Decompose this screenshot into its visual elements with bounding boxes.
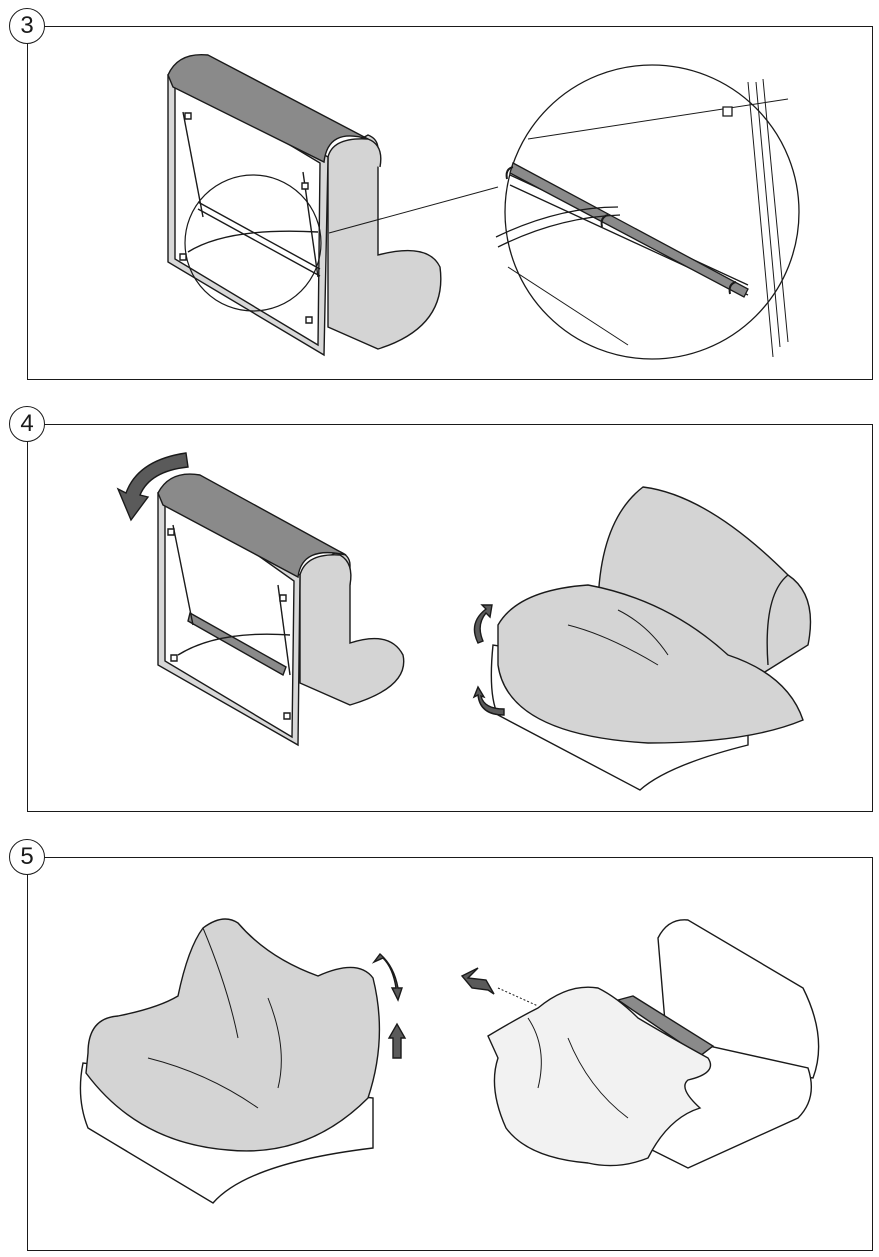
zoom-detail (496, 65, 799, 359)
up-arrow-icon (389, 1024, 405, 1058)
step-number-badge: 5 (9, 839, 45, 875)
chair-frame (168, 55, 498, 355)
step-4-panel (27, 424, 873, 812)
left-arrow-icon (462, 968, 494, 994)
step-3-panel (27, 26, 873, 380)
step-4-illustration (28, 425, 874, 813)
draped-cover (86, 919, 379, 1151)
step-5-illustration (28, 858, 874, 1252)
step-number-badge: 3 (9, 8, 45, 44)
curl-arrow-icon (374, 954, 402, 1000)
chair-seat-fabric (328, 135, 441, 349)
step-3-illustration (28, 27, 874, 381)
step-number-badge: 4 (9, 406, 45, 442)
curl-arrow-icon (474, 605, 492, 643)
step-5-panel (27, 857, 873, 1251)
